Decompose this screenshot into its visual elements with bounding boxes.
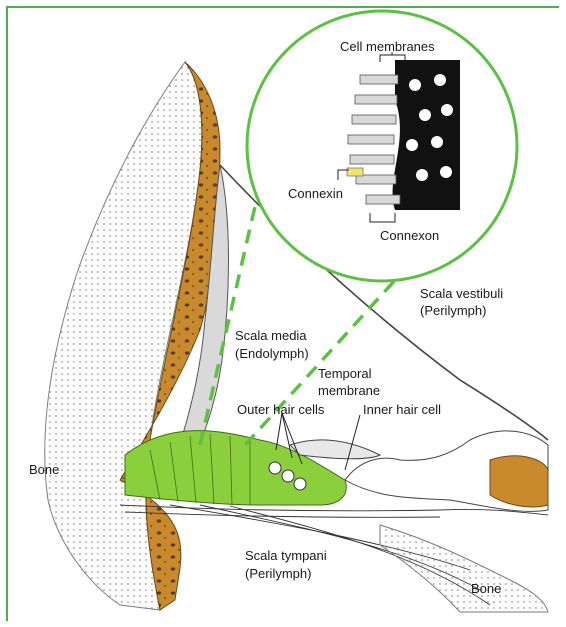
label-scala-vestibuli: Scala vestibuli	[420, 286, 503, 301]
label-scala-tympani-fluid: (Perilymph)	[245, 566, 311, 581]
right-bone-tissue	[490, 456, 548, 507]
label-connexin: Connexin	[288, 186, 343, 201]
label-scala-tympani: Scala tympani	[245, 548, 327, 563]
label-outer-hair-cells: Outer hair cells	[237, 402, 325, 417]
label-connexon: Connexon	[380, 228, 439, 243]
label-inner-hair-cell: Inner hair cell	[363, 402, 441, 417]
label-scala-vestibuli-fluid: (Perilymph)	[420, 303, 486, 318]
label-membrane: membrane	[318, 383, 380, 398]
tectorial-membrane	[290, 440, 380, 459]
label-bone-right: Bone	[471, 581, 501, 596]
right-bone	[380, 525, 548, 612]
label-cell-membranes: Cell membranes	[340, 39, 435, 54]
label-temporal: Temporal	[318, 366, 372, 381]
label-scala-media-fluid: (Endolymph)	[235, 346, 309, 361]
label-scala-media: Scala media	[235, 328, 307, 343]
label-bone-left: Bone	[29, 462, 59, 477]
